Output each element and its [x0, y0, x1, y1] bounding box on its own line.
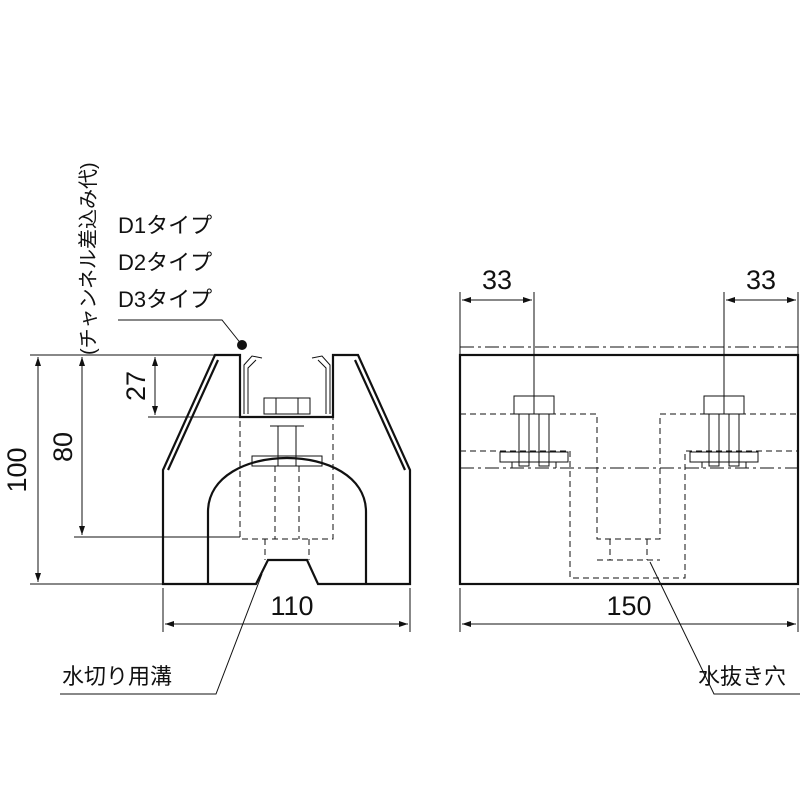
- drain-hole-label: 水抜き穴: [698, 664, 786, 689]
- side-block-outline: [458, 353, 800, 586]
- dim-height-27: 27: [121, 371, 151, 401]
- channel-insertion-note: (チャンネル差込み代): [77, 162, 100, 355]
- type-label-d1: D1タイプ: [118, 213, 212, 238]
- type-label-d2: D2タイプ: [118, 250, 212, 275]
- side-view: 33 33 150 水抜き穴: [458, 265, 800, 695]
- type-label-d3: D3タイプ: [118, 287, 212, 312]
- dim-left-33: 33: [482, 265, 512, 295]
- right-bolt-assembly: [689, 395, 759, 468]
- dim-width-150: 150: [606, 591, 651, 621]
- hidden-channel-pocket: [239, 416, 334, 540]
- left-chamfer-line: [166, 359, 220, 471]
- front-arch-opening: [206, 456, 368, 584]
- bolt: [277, 425, 297, 467]
- dim-height-100: 100: [2, 447, 32, 492]
- front-view: D1タイプ D2タイプ D3タイプ (チャンネル差込み代) 100 80 27 …: [2, 162, 412, 695]
- groove-label: 水切り用溝: [62, 664, 172, 689]
- channel-profile: [243, 355, 331, 414]
- right-chamfer-line: [353, 359, 407, 471]
- dim-right-33: 33: [746, 265, 776, 295]
- nut: [263, 397, 311, 415]
- dim-width-110: 110: [270, 591, 313, 621]
- front-block-outline: [161, 353, 412, 586]
- left-bolt-assembly: [499, 395, 569, 468]
- dim-height-80: 80: [48, 432, 78, 462]
